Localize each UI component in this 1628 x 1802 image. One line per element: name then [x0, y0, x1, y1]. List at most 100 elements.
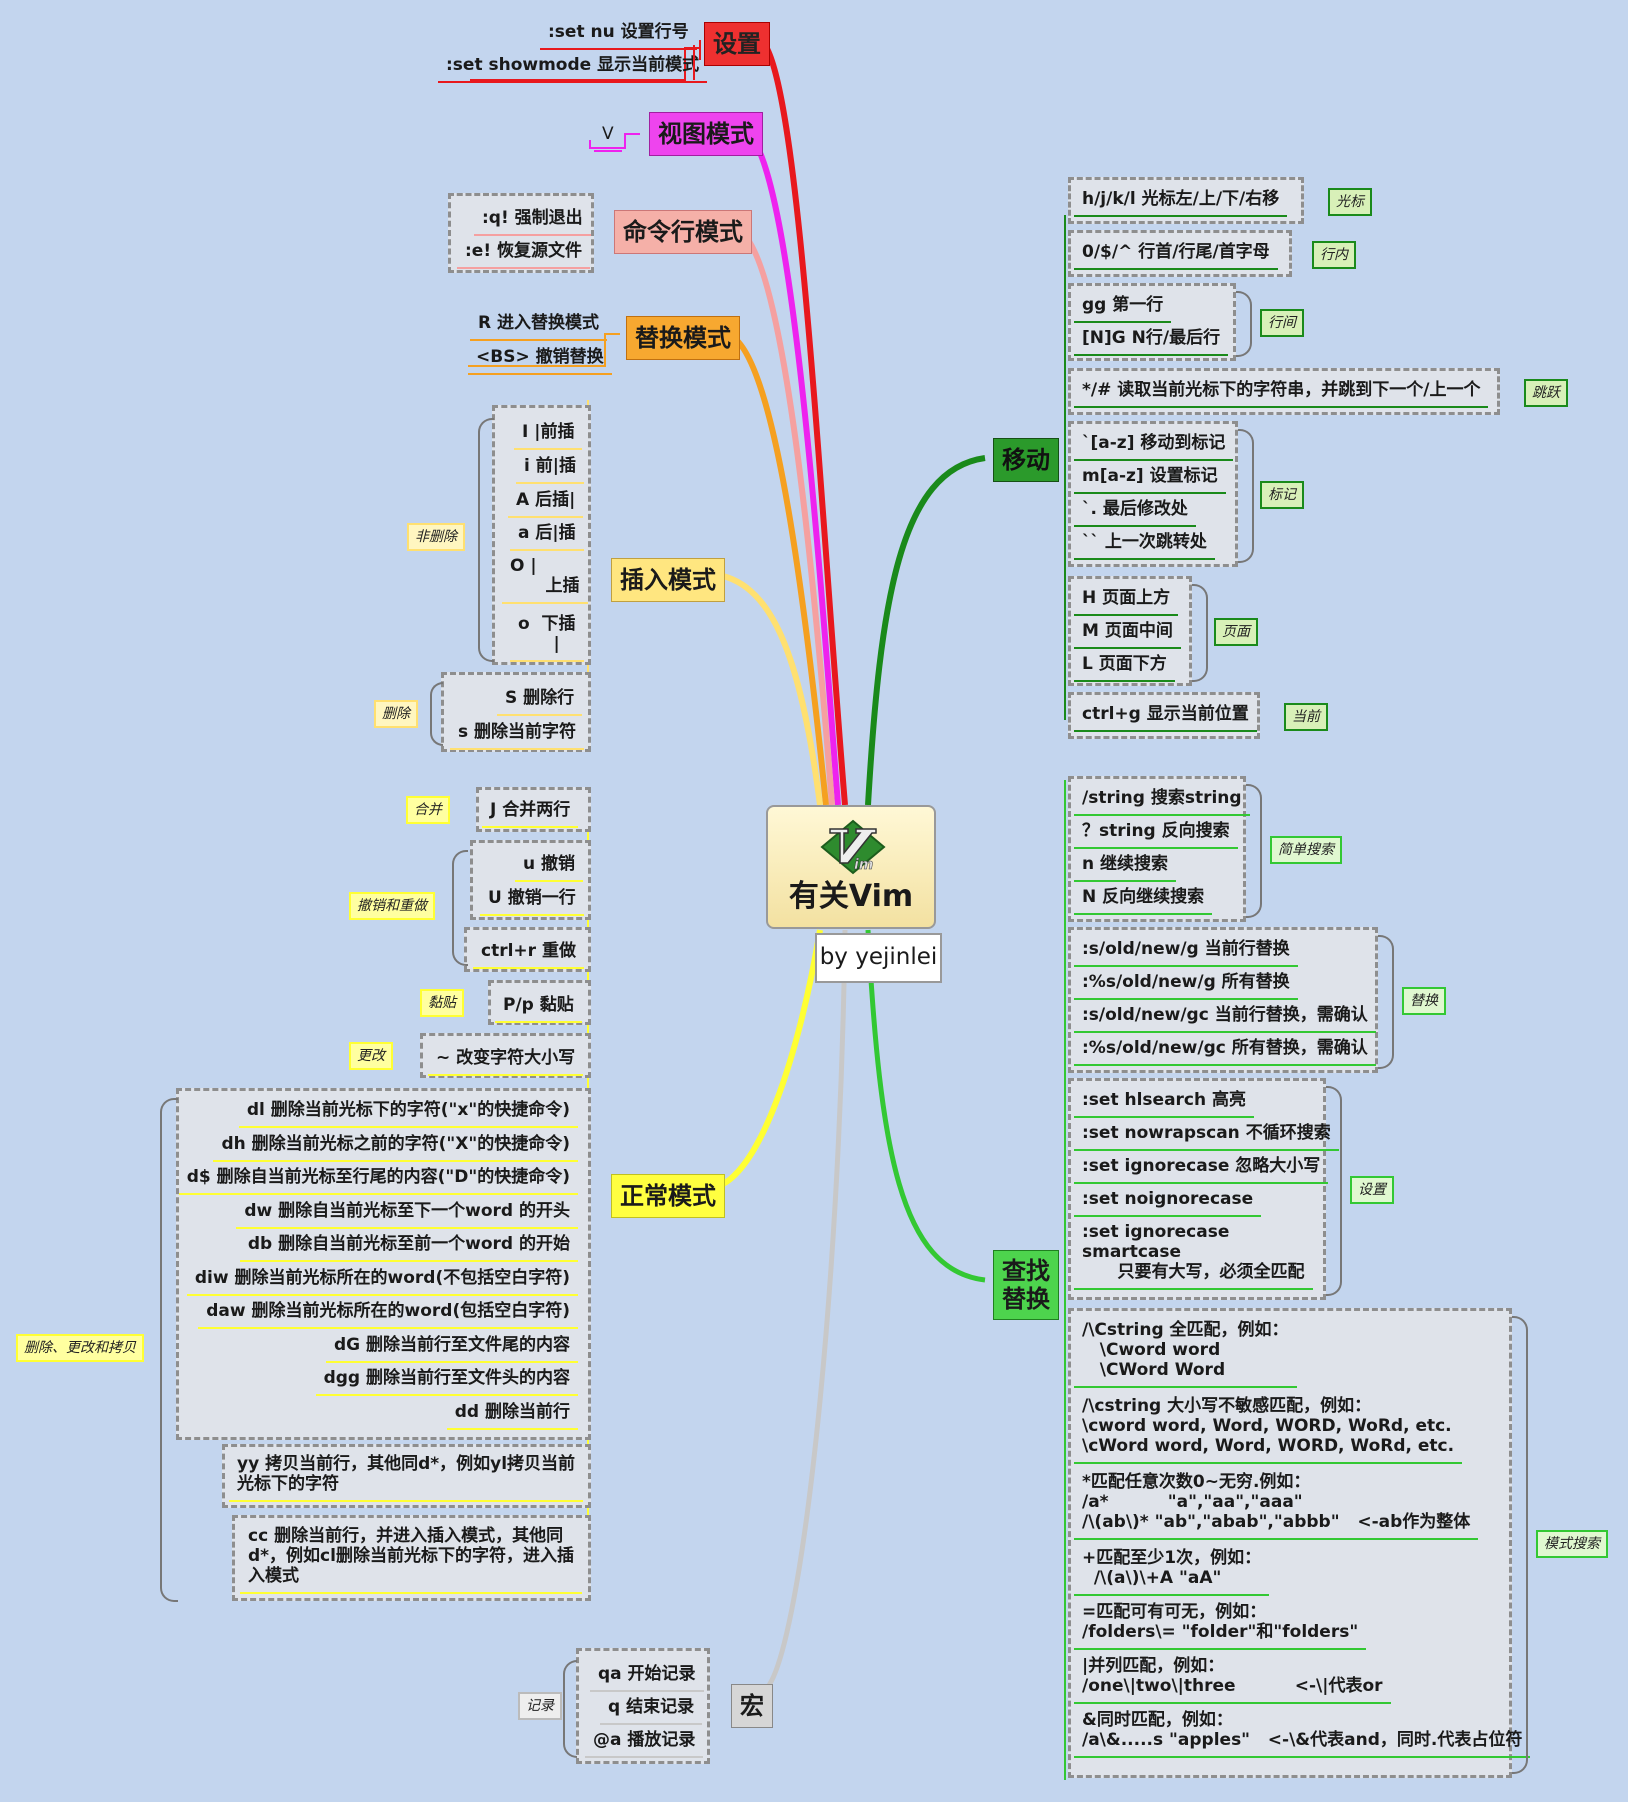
- normal-paste[interactable]: P/p 黏贴: [495, 991, 582, 1023]
- replace-item[interactable]: <BS> 撤销替换: [468, 343, 612, 375]
- center-title: 有关Vim: [788, 879, 914, 914]
- search-item[interactable]: :set nowrapscan 不循环搜索: [1074, 1119, 1339, 1151]
- normal-change[interactable]: ~ 改变字符大小写: [428, 1044, 584, 1076]
- move-item[interactable]: */# 读取当前光标下的字符串，并跳到下一个/上一个: [1074, 376, 1489, 408]
- tag-macro: 记录: [518, 1692, 562, 1720]
- replace-node[interactable]: 替换模式: [626, 316, 740, 360]
- branch-normal: [711, 929, 823, 1191]
- move-tag: 页面: [1214, 618, 1258, 646]
- tag-change: 更改: [349, 1042, 393, 1070]
- branch-settings: [762, 43, 848, 806]
- normal-yank[interactable]: yy 拷贝当前行，其他同d*，例如yl拷贝当前 光标下的字符: [229, 1450, 584, 1502]
- normal-undo[interactable]: u 撤销: [515, 850, 584, 882]
- normal-join[interactable]: J 合并两行: [482, 796, 579, 828]
- move-item[interactable]: `[a-z] 移动到标记: [1074, 429, 1234, 461]
- normal-delete-item[interactable]: dw 删除自当前光标至下一个word 的开头: [236, 1197, 578, 1229]
- search-item[interactable]: =匹配可有可无，例如： /folders\= "folder"和"folders…: [1074, 1598, 1367, 1650]
- insert-item[interactable]: O | 上插: [502, 552, 588, 604]
- search-item[interactable]: &同时匹配，例如： /a\&.....s "apples" <-\&代表and，…: [1074, 1706, 1531, 1758]
- search-tag: 简单搜索: [1270, 836, 1342, 864]
- insert-node[interactable]: 插入模式: [611, 558, 725, 602]
- normal-delete-item[interactable]: daw 删除当前光标所在的word(包括空白字符): [198, 1297, 578, 1329]
- vim-logo: im: [820, 819, 886, 875]
- insert-item[interactable]: A 后插|: [508, 486, 584, 518]
- move-item[interactable]: 0/$/^ 行首/行尾/首字母: [1074, 238, 1278, 270]
- move-tag: 行内: [1312, 240, 1356, 269]
- cmd-item[interactable]: :q! 强制退出: [474, 204, 591, 236]
- search-item[interactable]: :%s/old/new/g 所有替换: [1074, 968, 1298, 1000]
- search-item[interactable]: :s/old/new/g 当前行替换: [1074, 935, 1298, 967]
- normal-delete-item[interactable]: dl 删除当前光标下的字符("x"的快捷命令): [238, 1096, 578, 1128]
- insert-item[interactable]: s 删除当前字符: [450, 718, 585, 750]
- search-item[interactable]: ？string 反向搜索: [1074, 817, 1238, 849]
- search-item[interactable]: :s/old/new/gc 当前行替换，需确认: [1074, 1001, 1376, 1033]
- normal-delete-item[interactable]: diw 删除当前光标所在的word(不包括空白字符): [186, 1264, 578, 1296]
- move-item[interactable]: `` 上一次跳转处: [1074, 528, 1215, 560]
- insert-item[interactable]: o 下插 |: [510, 610, 584, 662]
- search-tag: 设置: [1350, 1176, 1394, 1204]
- search-tag: 替换: [1402, 987, 1446, 1015]
- move-item[interactable]: L 页面下方: [1074, 650, 1175, 682]
- search-item[interactable]: n 继续搜索: [1074, 850, 1177, 882]
- macro-node[interactable]: 宏: [731, 1684, 773, 1728]
- move-item[interactable]: M 页面中间: [1074, 617, 1181, 649]
- settings-item[interactable]: :set nu 设置行号: [540, 18, 697, 50]
- search-node[interactable]: 查找 替换: [993, 1250, 1059, 1320]
- insert-item[interactable]: a 后|插: [510, 519, 584, 551]
- normal-delete-item[interactable]: d$ 删除自当前光标至行尾的内容("D"的快捷命令): [178, 1163, 578, 1195]
- search-item[interactable]: *匹配任意次数0~无穷.例如： /a* "a","aa","aaa" /\(ab…: [1074, 1468, 1479, 1540]
- search-item[interactable]: /\Cstring 全匹配，例如： \Cword word \CWord Wor…: [1074, 1316, 1297, 1388]
- normal-node[interactable]: 正常模式: [611, 1174, 725, 1218]
- settings-node[interactable]: 设置: [704, 22, 770, 66]
- branch-replace: [726, 331, 829, 806]
- search-item[interactable]: :set ignorecase 忽略大小写: [1074, 1152, 1329, 1184]
- branch-move: [865, 455, 986, 806]
- branch-search: [865, 929, 986, 1283]
- view-item[interactable]: V: [594, 120, 622, 152]
- search-item[interactable]: +匹配至少1次，例如： /\(a\)\+A "aA": [1074, 1544, 1270, 1596]
- move-item[interactable]: m[a-z] 设置标记: [1074, 462, 1226, 494]
- settings-item[interactable]: :set showmode 显示当前模式: [438, 51, 708, 83]
- move-item[interactable]: h/j/k/l 光标左/上/下/右移: [1074, 185, 1288, 217]
- search-item[interactable]: |并列匹配，例如： /one\|two\|three <-\|代表or: [1074, 1652, 1391, 1704]
- cmd-node[interactable]: 命令行模式: [614, 210, 752, 254]
- normal-delete-item[interactable]: dh 删除当前光标之前的字符("X"的快捷命令): [213, 1130, 578, 1162]
- replace-item[interactable]: R 进入替换模式: [470, 309, 608, 341]
- normal-delete-item[interactable]: dd 删除当前行: [446, 1398, 578, 1430]
- move-item[interactable]: gg 第一行: [1074, 291, 1172, 323]
- search-item[interactable]: :set hlsearch 高亮: [1074, 1086, 1255, 1118]
- move-tag: 光标: [1328, 187, 1372, 216]
- search-item[interactable]: N 反向继续搜索: [1074, 883, 1213, 915]
- move-tag: 行间: [1260, 309, 1304, 337]
- macro-item[interactable]: qa 开始记录: [590, 1660, 704, 1692]
- search-item[interactable]: :%s/old/new/gc 所有替换，需确认: [1074, 1034, 1376, 1066]
- search-tag: 模式搜索: [1536, 1530, 1608, 1558]
- tag-delete: 删除: [374, 700, 418, 728]
- normal-redo[interactable]: ctrl+r 重做: [473, 937, 584, 969]
- tag-undo: 撤销和重做: [349, 892, 435, 920]
- center-node[interactable]: im 有关Vim: [766, 805, 936, 929]
- search-item[interactable]: /string 搜索string: [1074, 784, 1250, 816]
- move-item[interactable]: [N]G N行/最后行: [1074, 324, 1229, 356]
- move-node[interactable]: 移动: [993, 438, 1059, 482]
- macro-item[interactable]: q 结束记录: [600, 1693, 703, 1725]
- branch-cmd: [736, 227, 835, 806]
- search-item[interactable]: /\cstring 大小写不敏感匹配，例如： \cword word, Word…: [1074, 1392, 1463, 1464]
- insert-item[interactable]: S 删除行: [497, 684, 583, 716]
- macro-item[interactable]: @a 播放记录: [585, 1726, 704, 1758]
- move-item[interactable]: ctrl+g 显示当前位置: [1074, 700, 1257, 732]
- view-node[interactable]: 视图模式: [649, 112, 763, 156]
- search-item[interactable]: :set noignorecase: [1074, 1185, 1262, 1217]
- normal-delete-item[interactable]: dgg 删除当前行至文件头的内容: [315, 1364, 578, 1396]
- normal-cc[interactable]: cc 删除当前行，并进入插入模式，其他同 d*，例如cl删除当前光标下的字符，进…: [240, 1522, 582, 1594]
- cmd-item[interactable]: :e! 恢复源文件: [457, 237, 590, 269]
- move-item[interactable]: `. 最后修改处: [1074, 495, 1196, 527]
- search-item[interactable]: :set ignorecase smartcase 只要有大写，必须全匹配: [1074, 1218, 1313, 1290]
- normal-delete-item[interactable]: dG 删除当前行至文件尾的内容: [325, 1331, 578, 1363]
- insert-item[interactable]: I |前插: [514, 418, 583, 450]
- normal-undo[interactable]: U 撤销一行: [480, 884, 584, 916]
- tag-join: 合并: [406, 796, 450, 824]
- normal-delete-item[interactable]: db 删除自当前光标至前一个word 的开始: [239, 1230, 578, 1262]
- insert-item[interactable]: i 前|插: [516, 452, 584, 484]
- move-item[interactable]: H 页面上方: [1074, 584, 1179, 616]
